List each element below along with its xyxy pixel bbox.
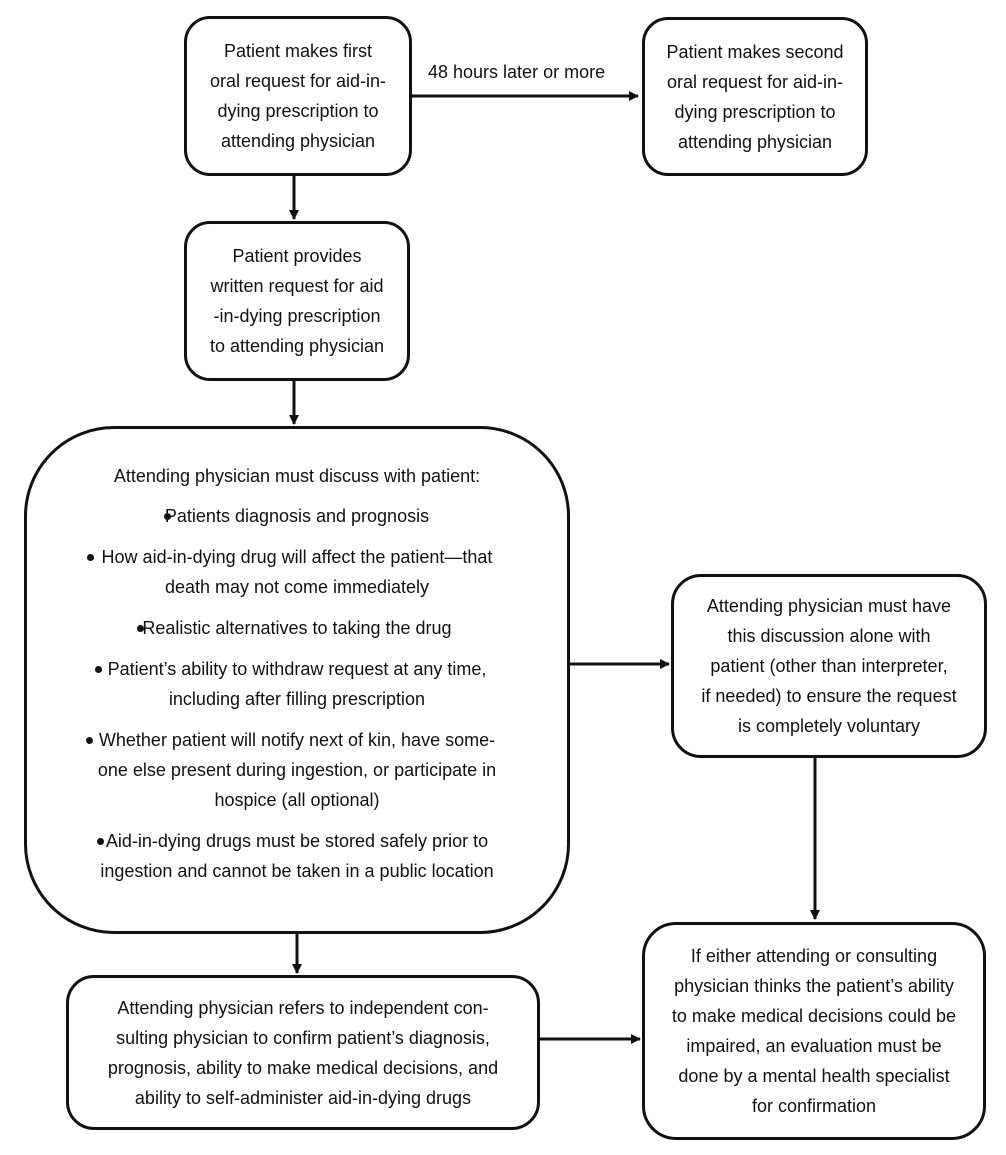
bullet-text-line: one else present during ingestion, or pa… — [97, 760, 497, 780]
node-written-request: Patient provides written request for aid… — [184, 221, 410, 381]
node-text-line: dying prescription to — [674, 101, 836, 122]
node-text-line: If either attending or consulting — [690, 946, 938, 966]
edge-label-48-hours: 48 hours later or more — [428, 62, 606, 82]
bullet-diagnosis-prognosis: Patients diagnosis and prognosis — [47, 501, 547, 531]
bullet-dot — [164, 513, 171, 520]
node-text-line: done by a mental health specialist — [678, 1066, 950, 1086]
bullet-text-line: death may not come immediately — [164, 577, 430, 597]
node-second-oral-request: Patient makes second oral request for ai… — [642, 17, 868, 176]
bullet-text-line: hospice (all optional) — [214, 790, 380, 810]
bullet-drug-effect: How aid-in-dying drug will affect the pa… — [47, 542, 547, 602]
bullet-dot — [97, 838, 104, 845]
bullet-alternatives: Realistic alternatives to taking the dru… — [47, 613, 547, 643]
node-text-line: oral request for aid-in- — [666, 71, 844, 92]
bullet-text-line: including after filling prescription — [168, 689, 426, 709]
node-text-line: oral request for aid-in- — [209, 71, 387, 91]
node-text-line: this discussion alone with — [727, 626, 931, 646]
discussion-heading: Attending physician must discuss with pa… — [113, 466, 481, 486]
node-text-line: Attending physician refers to independen… — [117, 997, 489, 1018]
node-text-line: physician thinks the patient’s ability — [674, 976, 954, 996]
node-text-line: is completely voluntary — [737, 716, 921, 736]
node-mental-health-evaluation: If either attending or consulting physic… — [642, 922, 986, 1140]
node-text-line: ability to self-administer aid-in-dying … — [134, 1087, 472, 1108]
node-text-line: -in-dying prescription — [213, 306, 381, 326]
bullet-dot — [137, 625, 144, 632]
node-text-line: Patient provides — [232, 246, 362, 266]
node-first-oral-request: Patient makes first oral request for aid… — [184, 16, 412, 176]
bullet-text-line: Patients diagnosis and prognosis — [164, 506, 430, 526]
node-text-line: attending physician — [220, 131, 376, 151]
bullet-text-line: Realistic alternatives to taking the dru… — [142, 618, 452, 638]
bullet-text-line: How aid-in-dying drug will affect the pa… — [101, 547, 493, 567]
node-text-line: impaired, an evaluation must be — [686, 1036, 942, 1056]
node-text-line: patient (other than interpreter, — [710, 656, 948, 676]
bullet-text-line: Patient’s ability to withdraw request at… — [107, 659, 487, 679]
node-text-line: sulting physician to confirm patient’s d… — [116, 1027, 490, 1048]
node-text-line: prognosis, ability to make medical decis… — [107, 1057, 499, 1078]
node-text-line: attending physician — [677, 131, 833, 152]
bullet-dot — [86, 737, 93, 744]
bullet-safe-storage: Aid-in-dying drugs must be stored safely… — [47, 826, 547, 886]
bullet-withdraw-request: Patient’s ability to withdraw request at… — [47, 654, 547, 714]
node-text-line: Patient makes second — [666, 41, 844, 62]
bullet-text-line: Whether patient will notify next of kin,… — [98, 730, 496, 750]
bullet-text-line: Aid-in-dying drugs must be stored safely… — [105, 831, 489, 851]
bullet-text-line: ingestion and cannot be taken in a publi… — [100, 861, 494, 881]
node-text-line: Attending physician must have — [706, 596, 952, 616]
node-alone-discussion: Attending physician must have this discu… — [671, 574, 987, 758]
node-physician-discussion: Attending physician must discuss with pa… — [24, 426, 570, 934]
node-consulting-referral: Attending physician refers to independen… — [66, 975, 540, 1130]
node-text-line: if needed) to ensure the request — [701, 686, 957, 706]
bullet-dot — [87, 554, 94, 561]
node-text-line: to make medical decisions could be — [671, 1006, 957, 1026]
node-text-line: to attending physician — [209, 336, 385, 356]
node-text-line: written request for aid — [210, 276, 384, 296]
bullet-notify-kin: Whether patient will notify next of kin,… — [47, 725, 547, 815]
node-text-line: Patient makes first — [223, 41, 373, 61]
node-text-line: dying prescription to — [217, 101, 379, 121]
discussion-bullet-list: Patients diagnosis and prognosis How aid… — [47, 501, 547, 897]
bullet-dot — [95, 666, 102, 673]
node-text-line: for confirmation — [751, 1096, 877, 1116]
